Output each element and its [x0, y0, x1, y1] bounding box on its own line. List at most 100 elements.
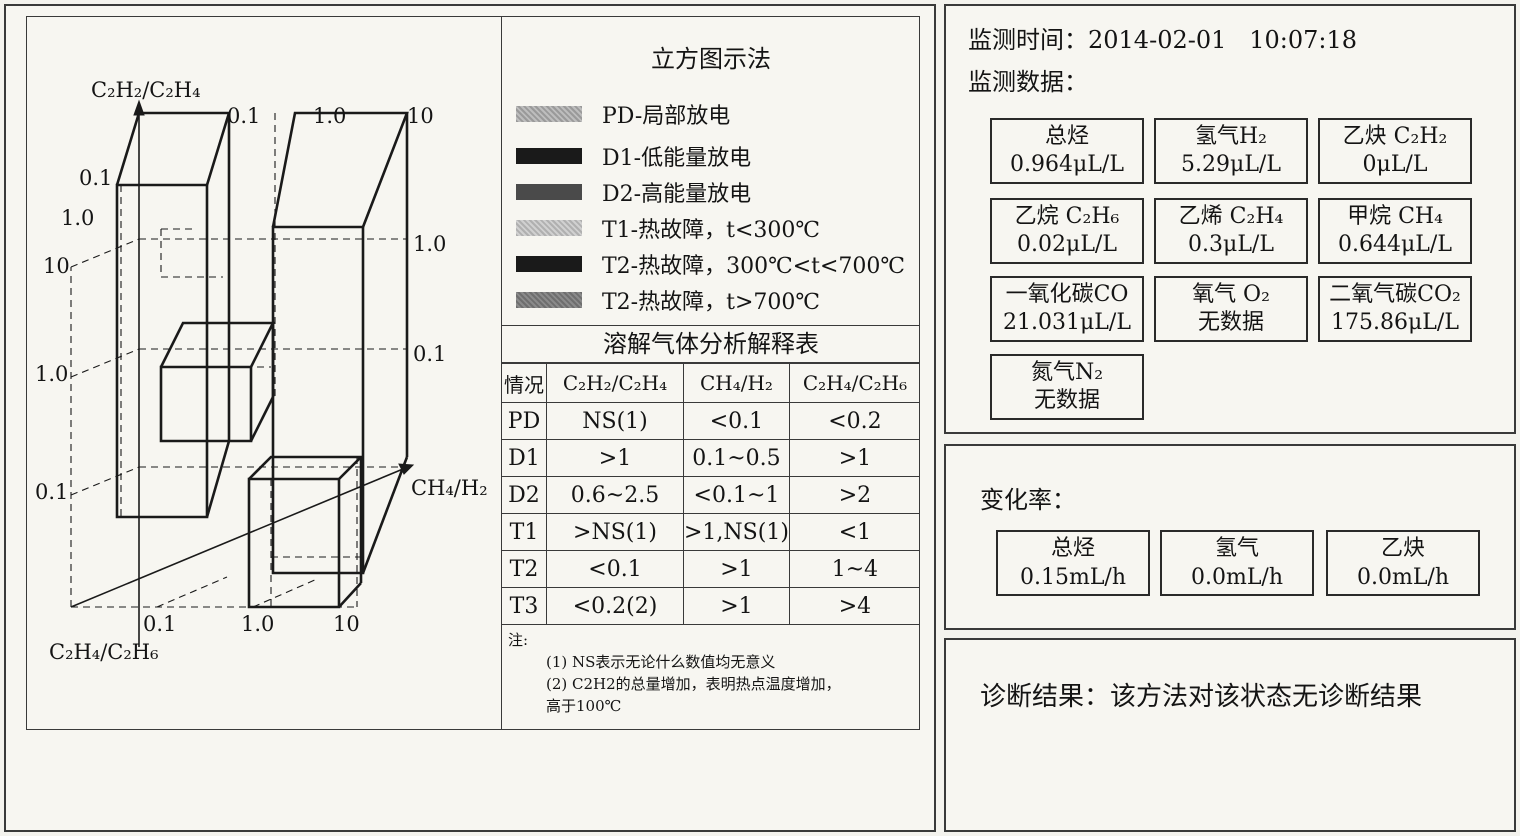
table-cell: >1 — [683, 587, 790, 625]
table-cell: >4 — [788, 587, 920, 625]
gas-name: 二氧气碳CO₂ — [1329, 282, 1461, 307]
rate-label: 变化率： — [980, 486, 1076, 514]
table-cell: <0.1 — [546, 550, 684, 588]
gas-name: 乙烷 C₂H₆ — [1014, 204, 1120, 229]
legend-label: D1-低能量放电 — [602, 146, 752, 171]
table-cell: D1 — [502, 439, 547, 477]
tick-mid-10: 1.0 — [35, 362, 68, 386]
data-label: 监测数据： — [968, 68, 1088, 96]
rate-value: 0.0mL/h — [1190, 565, 1284, 590]
dga-figure: C₂H₂/C₂H₄ CH₄/H₂ C₂H₄/C₂H₆ 0.1 1.0 10 0.… — [26, 16, 920, 730]
gas-value: 无数据 — [1033, 388, 1100, 413]
table-row: T3<0.2(2)>1>4 — [502, 587, 920, 625]
tick-right-01: 0.1 — [413, 342, 446, 366]
table-cell: T3 — [502, 587, 547, 625]
table-cell: >NS(1) — [546, 513, 684, 551]
gas-card-n2[interactable]: 氮气N₂ 无数据 — [990, 354, 1144, 420]
gas-card-o2[interactable]: 氧气 O₂ 无数据 — [1154, 276, 1308, 342]
gas-value: 5.29μL/L — [1181, 152, 1281, 177]
rate-value: 0.15mL/h — [1019, 565, 1127, 590]
tick-left-10: 1.0 — [61, 206, 94, 230]
box-tall-right-front — [271, 225, 365, 575]
dga-table: 溶解气体分析解释表 情况 C₂H₂/C₂H₄ CH₄/H₂ C₂H₄/C₂H₆ … — [502, 325, 920, 721]
gas-value: 无数据 — [1197, 310, 1264, 335]
legend-swatch — [516, 148, 582, 164]
table-cell: 0.1~0.5 — [683, 439, 790, 477]
table-cell: >2 — [788, 476, 920, 514]
table-cell: D2 — [502, 476, 547, 514]
diagnosis-row: 诊断结果：该方法对该状态无诊断结果 — [980, 676, 1422, 713]
gas-value: 21.031μL/L — [1003, 310, 1131, 335]
table-cell: <1 — [788, 513, 920, 551]
rate-name: 总烃 — [1050, 536, 1095, 561]
table-cell: 1~4 — [788, 550, 920, 588]
gas-value: 0.3μL/L — [1188, 232, 1274, 257]
legend-label: D2-高能量放电 — [602, 182, 752, 207]
x-axis — [70, 468, 404, 608]
legend-swatch — [516, 256, 582, 272]
gas-card-c2h4[interactable]: 乙烯 C₂H₄ 0.3μL/L — [1154, 198, 1308, 264]
gas-name: 氧气 O₂ — [1192, 282, 1270, 307]
th-case: 情况 — [502, 363, 547, 403]
gas-value: 0.964μL/L — [1010, 152, 1124, 177]
table-cell: >1 — [788, 439, 920, 477]
table-cell: >1,NS(1) — [683, 513, 790, 551]
legend-and-table: 立方图示法 PD-局部放电 D1-低能量放电 D2-高能量放电 T1-热故障，t… — [501, 17, 920, 729]
gas-name: 氮气N₂ — [1030, 360, 1104, 385]
table-row: T1>NS(1)>1,NS(1)<1 — [502, 513, 920, 551]
box-tall-left-top — [115, 111, 231, 186]
gas-card-h2[interactable]: 氢气H₂ 5.29μL/L — [1154, 118, 1308, 184]
tick-left-01: 0.1 — [79, 166, 112, 190]
note-1: (1) NS表示无论什么数值均无意义 — [546, 653, 776, 671]
gas-name: 乙烯 C₂H₄ — [1178, 204, 1284, 229]
tick-top-100: 10 — [407, 104, 434, 128]
table-notes: 注: (1) NS表示无论什么数值均无意义 (2) C2H2的总量增加，表明热点… — [502, 625, 920, 721]
rate-card-total-hydrocarbon[interactable]: 总烃 0.15mL/h — [996, 530, 1150, 596]
note-2-cont: 高于100℃ — [546, 697, 622, 715]
tick-left-100: 10 — [43, 254, 70, 278]
notes-title: 注: — [508, 631, 529, 649]
rate-name: 乙炔 — [1380, 536, 1425, 561]
legend-item-pd: PD-局部放电 — [516, 101, 731, 129]
table-cell: 0.6~2.5 — [546, 476, 684, 514]
legend-label: T1-热故障，t<300℃ — [602, 218, 820, 243]
table-header-row: 情况 C₂H₂/C₂H₄ CH₄/H₂ C₂H₄/C₂H₆ — [502, 363, 920, 403]
th-ch4-h2: CH₄/H₂ — [683, 363, 790, 403]
diagnosis-value: 该方法对该状态无诊断结果 — [1110, 682, 1423, 712]
legend-swatch — [516, 220, 582, 236]
legend-item-t2: T2-热故障，300℃<t<700℃ — [516, 251, 906, 279]
monitor-time-row: 监测时间：2014-02-01 10:07:18 — [968, 20, 1357, 55]
table-cell: >1 — [683, 550, 790, 588]
legend-label: T2-热故障，300℃<t<700℃ — [602, 254, 906, 279]
box-small-mid-top — [159, 321, 276, 368]
table-cell: PD — [502, 402, 547, 440]
table-cell: >1 — [546, 439, 684, 477]
gas-card-co2[interactable]: 二氧气碳CO₂ 175.86μL/L — [1318, 276, 1472, 342]
th-c2h4-c2h6: C₂H₄/C₂H₆ — [788, 363, 920, 403]
legend-item-t1: T1-热故障，t<300℃ — [516, 215, 820, 243]
tick-bottom-01: 0.1 — [143, 612, 176, 636]
tick-bottom-10: 1.0 — [241, 612, 274, 636]
tick-bottom-100: 10 — [333, 612, 360, 636]
legend-label: T2-热故障，t>700℃ — [602, 290, 820, 315]
table-cell: <0.1~1 — [683, 476, 790, 514]
legend-label: PD-局部放电 — [602, 104, 731, 129]
gas-value: 175.86μL/L — [1331, 310, 1459, 335]
axis-label-ch4-h2: CH₄/H₂ — [411, 476, 488, 500]
tick-top-01: 0.1 — [227, 104, 260, 128]
gas-name: 氢气H₂ — [1194, 124, 1267, 149]
legend-swatch — [516, 292, 582, 308]
table-cell: T2 — [502, 550, 547, 588]
table-cell: NS(1) — [546, 402, 684, 440]
time-label: 监测时间： — [968, 26, 1088, 54]
